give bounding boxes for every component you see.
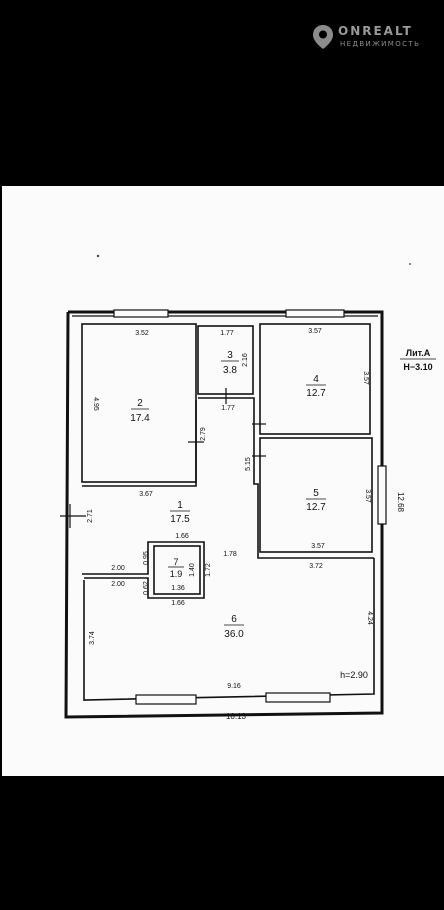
room-5-area: 12.7: [306, 502, 326, 513]
dim-r3-top: 1.77: [220, 330, 234, 337]
liter-block: Лит.А Н−3.10: [400, 348, 436, 372]
dim-r6-right: 4.24: [366, 611, 373, 625]
room-6-area: 36.0: [224, 629, 244, 640]
floor-plan: 2 17.4 3 3.8 4 12.7 5 12.7 1 17.5 7 1.9 …: [60, 254, 436, 721]
liter-label: Лит.А: [406, 348, 431, 358]
dim-r1-depth: 1.78: [223, 551, 237, 558]
dim-r2-right: 2.79: [200, 427, 207, 441]
room-labels: 2 17.4 3 3.8 4 12.7 5 12.7 1 17.5 7 1.9 …: [130, 350, 326, 640]
dim-overall-width: 10.13: [226, 712, 247, 721]
onrealt-watermark: ONREALT НЕДВИЖИМОСТЬ: [306, 18, 438, 58]
door-marks: [60, 388, 266, 528]
dim-r1-left: 2.71: [87, 509, 94, 523]
dim-step-upper: 2.00: [111, 565, 125, 572]
ceiling-height: h=2.90: [340, 670, 368, 680]
room-7-number: 7: [173, 557, 178, 567]
dim-step-lower: 2.00: [111, 581, 125, 588]
corridor-wall: [198, 397, 374, 559]
room-2-number: 2: [137, 398, 143, 409]
room-3-area: 3.8: [223, 365, 237, 376]
dim-r1-top: 3.67: [139, 491, 153, 498]
dim-step-side: 0.95: [143, 551, 150, 565]
room-7-outline: [153, 545, 201, 595]
room-5-number: 5: [313, 488, 319, 499]
room-7-wall: [82, 541, 205, 599]
dim-r2-top: 3.52: [135, 330, 149, 337]
room-6-outline: [83, 558, 375, 701]
dim-r3-right: 2.16: [242, 353, 249, 367]
dim-r5-right: 3.57: [364, 489, 371, 503]
room-7-area: 1.9: [170, 569, 183, 579]
dim-r4-right: 3.57: [362, 371, 369, 385]
dim-r7-left: 0.62: [143, 581, 150, 595]
room-1-number: 1: [177, 500, 183, 511]
room-1-top-wall: [82, 400, 197, 487]
room-5-outline: [259, 437, 373, 553]
watermark-brand: ONREALT: [338, 24, 413, 38]
room-4-number: 4: [313, 374, 319, 385]
dim-r5-bottom: 3.57: [311, 543, 325, 550]
dim-r7-right: 1.40: [189, 563, 196, 577]
room-outlines: [81, 323, 375, 701]
dim-r6-left: 3.74: [89, 631, 96, 645]
dim-r1-bottom-right: 3.72: [309, 563, 323, 570]
watermark-tagline: НЕДВИЖИМОСТЬ: [340, 40, 421, 48]
location-pin-icon: [313, 25, 333, 49]
dim-r3-bottom: 1.77: [221, 405, 235, 412]
dim-r6-bottom: 9.16: [227, 683, 241, 690]
dimension-labels: 3.52 4.95 2.79 1.77 2.16 1.77 3.57 3.57 …: [87, 328, 405, 721]
dim-r7-side: 1.72: [205, 563, 212, 577]
room-1-area: 17.5: [170, 514, 190, 525]
dim-r2-left: 4.95: [92, 397, 99, 411]
dim-r7-top: 1.66: [175, 533, 189, 540]
room-4-area: 12.7: [306, 388, 326, 399]
room-3-number: 3: [227, 350, 233, 361]
dim-overall-depth: 12.68: [396, 492, 405, 513]
dim-r1-mid: 5.15: [245, 457, 252, 471]
dim-r6-top: 1.66: [171, 600, 185, 607]
liter-height: Н−3.10: [403, 362, 432, 372]
floor-plan-sheet: 2 17.4 3 3.8 4 12.7 5 12.7 1 17.5 7 1.9 …: [2, 186, 444, 776]
room-6-number: 6: [231, 614, 237, 625]
windows: [113, 309, 387, 705]
dim-r7-bottom: 1.36: [171, 585, 185, 592]
room-4-outline: [259, 323, 371, 435]
room-2-area: 17.4: [130, 413, 150, 424]
dim-r4-top: 3.57: [308, 328, 322, 335]
